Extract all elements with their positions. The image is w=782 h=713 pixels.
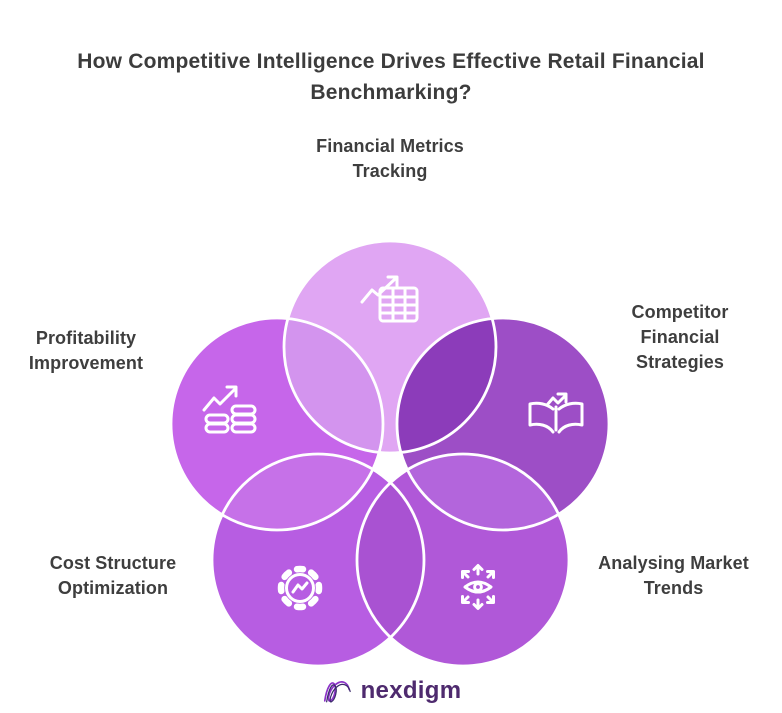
book-growth-icon bbox=[530, 394, 582, 432]
overlap-top-left bbox=[284, 318, 383, 453]
table-growth-icon bbox=[362, 277, 417, 321]
label-profitability-improvement: Profitability Improvement bbox=[28, 328, 144, 373]
icon-layer bbox=[204, 277, 582, 609]
eye-expand-icon bbox=[463, 566, 494, 609]
nexdigm-logo-icon bbox=[323, 681, 351, 703]
label-financial-metrics-tracking: Financial Metrics Tracking bbox=[316, 136, 464, 181]
label-analysing-market-trends: Analysing Market Trends bbox=[598, 553, 749, 598]
label-cost-structure-optimization: Cost Structure Optimization bbox=[49, 553, 177, 598]
label-competitor-financial-strategies: Competitor Financial Strategies bbox=[631, 302, 729, 372]
brand-name: nexdigm bbox=[360, 676, 462, 704]
gear-chart-icon bbox=[281, 569, 319, 607]
brand-footer: nexdigm bbox=[0, 676, 782, 705]
coins-growth-icon bbox=[204, 387, 255, 432]
page-title: How Competitive Intelligence Drives Effe… bbox=[77, 50, 705, 104]
overlap-top-right bbox=[397, 318, 496, 453]
circle-outlines bbox=[169, 239, 611, 668]
